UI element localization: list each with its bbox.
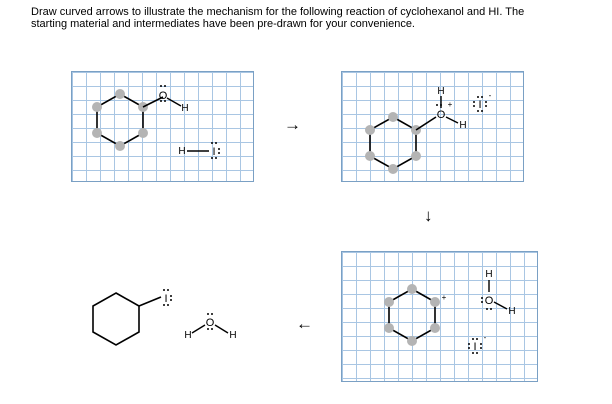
carbocation-molecule[interactable]: +: [384, 284, 447, 346]
iodine-atom: I: [164, 293, 167, 305]
hydrogen-atom-right: H: [229, 330, 236, 341]
ring-carbon-dots: [384, 284, 440, 346]
negative-charge: -: [484, 333, 487, 342]
o-h-bond-right: [493, 301, 508, 310]
positive-charge: +: [442, 293, 447, 302]
oxygen-atom: O: [206, 317, 215, 329]
o-h-bond: [166, 97, 182, 107]
hydrogen-iodide-molecule[interactable]: H I: [178, 142, 220, 159]
reaction-arrow-right: →: [284, 115, 301, 134]
iodide-lone-pairs: [468, 338, 482, 354]
oxygen-atom: O: [159, 90, 168, 102]
oxygen-lone-pairs: [160, 85, 166, 102]
cyclohexanol-molecule[interactable]: O H: [92, 85, 189, 151]
mechanism-drawing-panel-step-1[interactable]: [71, 71, 254, 182]
iodine-lone-pairs: [211, 142, 220, 159]
iodide-lone-pairs: [473, 96, 487, 112]
instructions: Draw curved arrows to illustrate the mec…: [31, 6, 601, 30]
iodine-lone-pairs: [163, 289, 172, 306]
o-h-bond-right: [214, 324, 229, 334]
oxygen-lone-pairs: [207, 313, 213, 330]
reaction-arrow-left: ←: [296, 314, 313, 333]
iodine-atom: I: [478, 99, 481, 111]
iodine-atom: I: [212, 146, 215, 158]
oxygen-atom: O: [437, 109, 446, 121]
c-o-bond: [415, 116, 437, 131]
hydrogen-atom-top: H: [437, 86, 444, 97]
hydrogen-atom: H: [178, 146, 185, 157]
oxygen-atom: O: [485, 295, 494, 307]
cyclohexane-ring: [369, 116, 417, 170]
hydrogen-atom: H: [181, 103, 188, 114]
iodocyclohexane-molecule[interactable]: I: [92, 289, 172, 346]
instructions-line-1: Draw curved arrows to illustrate the mec…: [31, 6, 525, 18]
cyclohexane-ring: [96, 93, 144, 147]
instructions-line-2: starting material and intermediates have…: [31, 18, 415, 30]
hydrogen-atom-right: H: [508, 306, 515, 317]
ring-carbon-dots: [365, 112, 421, 174]
cyclohexane-ring: [92, 292, 140, 346]
positive-charge: +: [448, 100, 453, 109]
iodine-atom: I: [473, 341, 476, 353]
c-o-bond: [142, 96, 164, 108]
oxygen-lone-pairs: [481, 297, 492, 310]
reaction-arrow-down: ↓: [424, 206, 433, 225]
hydrogen-atom-left: H: [184, 330, 191, 341]
cyclohexane-ring: [388, 288, 436, 342]
iodide-ion[interactable]: I -: [473, 91, 492, 112]
water-product-molecule[interactable]: H O H: [184, 313, 237, 341]
hydrogen-atom-right: H: [459, 120, 466, 131]
hydrogen-atom-top: H: [485, 269, 492, 280]
ring-carbon-dots: [92, 89, 148, 151]
negative-charge: -: [489, 91, 492, 100]
water-molecule[interactable]: H O H: [481, 269, 516, 317]
c-i-bond: [138, 296, 162, 307]
o-h-bond-right: [445, 116, 459, 124]
o-h-bond-left: [191, 324, 206, 334]
oxonium-ion-molecule[interactable]: O + H H: [365, 86, 467, 174]
mechanism-drawing-panel-step-3[interactable]: [341, 251, 538, 382]
iodide-ion[interactable]: I -: [468, 333, 487, 354]
